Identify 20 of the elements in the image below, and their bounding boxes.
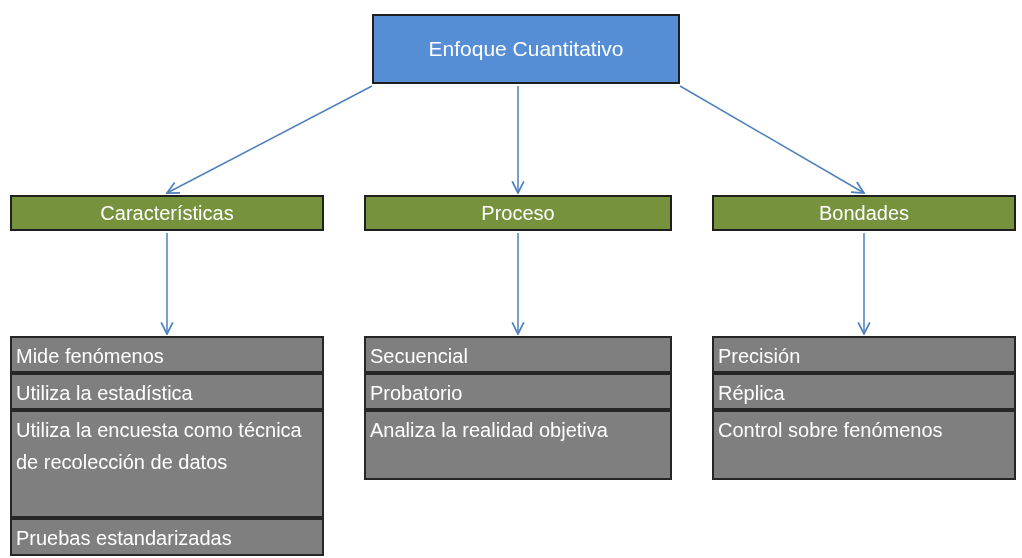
list-item-box: Utiliza la encuesta como técnica de recolección de datos	[10, 410, 324, 518]
arrow	[166, 85, 373, 194]
list-item-box: Secuencial	[364, 336, 672, 373]
category-box: Proceso	[364, 195, 672, 231]
list-item-box: Analiza la realidad objetiva	[364, 410, 672, 480]
title-box: Enfoque Cuantitativo	[372, 14, 680, 84]
arrow	[160, 232, 174, 335]
list-item-box: Probatorio	[364, 373, 672, 410]
list-item-box: Mide fenómenos	[10, 336, 324, 373]
arrow	[511, 232, 525, 335]
list-item-box: Control sobre fenómenos	[712, 410, 1016, 480]
list-item-box: Pruebas estandarizadas	[10, 518, 324, 556]
arrow	[679, 85, 865, 194]
list-item-box: Precisión	[712, 336, 1016, 373]
arrow	[857, 232, 871, 335]
category-box: Bondades	[712, 195, 1016, 231]
category-box: Características	[10, 195, 324, 231]
list-item-box: Utiliza la estadística	[10, 373, 324, 410]
arrow	[511, 85, 525, 194]
list-item-box: Réplica	[712, 373, 1016, 410]
